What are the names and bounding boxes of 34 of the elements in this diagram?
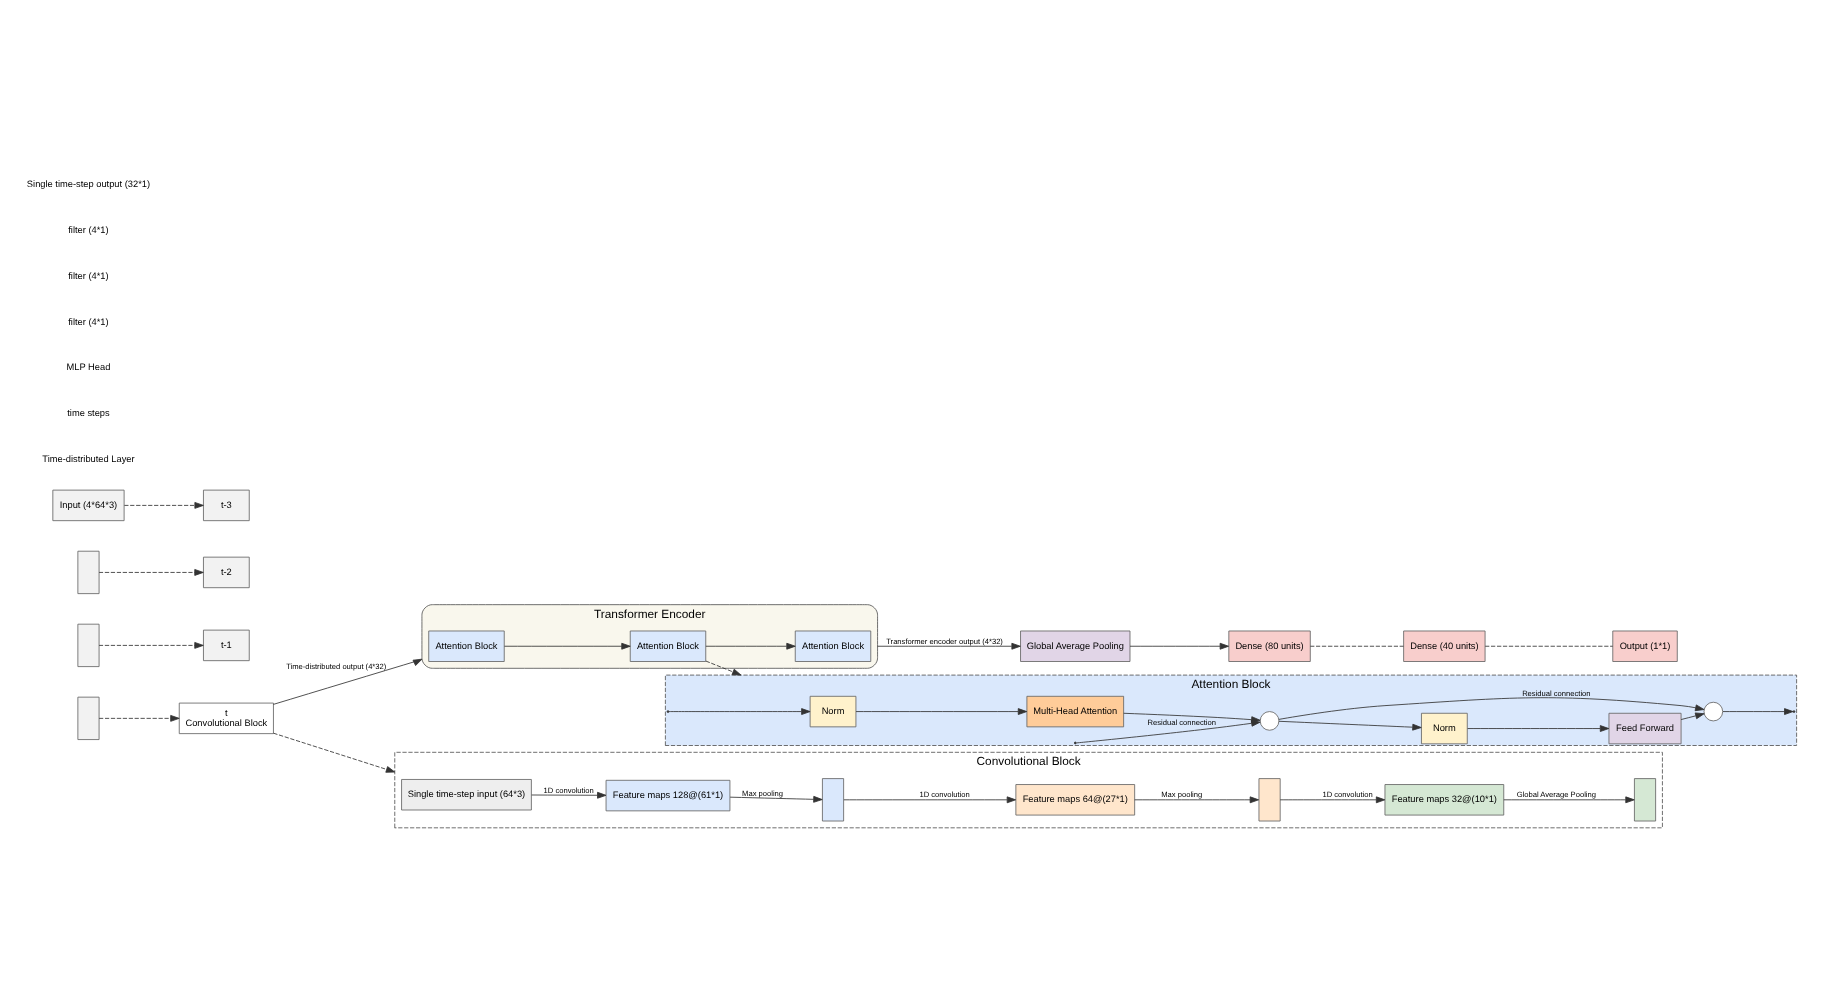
arrow <box>98 714 180 722</box>
arrow <box>855 708 1028 715</box>
node-box <box>1634 778 1657 822</box>
connector <box>1309 645 1404 647</box>
arrow <box>273 658 423 705</box>
arrow <box>705 642 796 650</box>
arrow <box>504 642 631 650</box>
arrow <box>1279 796 1386 804</box>
arrow <box>668 708 811 715</box>
arrow <box>123 502 204 509</box>
arrow <box>1680 712 1705 720</box>
node-box <box>822 778 845 822</box>
arrow <box>1278 720 1422 731</box>
arrow <box>1503 796 1635 804</box>
arrow <box>273 732 396 773</box>
arrow <box>98 642 204 649</box>
connector <box>1484 645 1614 647</box>
arrow <box>1129 642 1230 650</box>
arrow <box>1467 725 1610 732</box>
node-box <box>77 550 100 595</box>
node-box <box>77 623 100 668</box>
arrow <box>843 796 1017 804</box>
arrow <box>98 569 204 576</box>
node-box <box>77 696 100 740</box>
node-circle <box>1259 711 1280 731</box>
arrow <box>705 660 742 676</box>
node-box <box>1258 778 1281 822</box>
node-circle <box>1703 701 1724 722</box>
arrow <box>1134 796 1260 804</box>
arrow <box>729 795 823 803</box>
arrow <box>1722 708 1794 715</box>
arrow <box>531 791 607 799</box>
arrow <box>1278 697 1705 720</box>
arrow <box>877 642 1021 650</box>
